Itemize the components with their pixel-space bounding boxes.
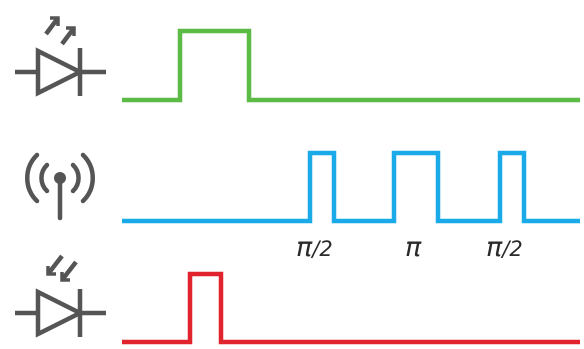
led-emitting-icon	[15, 16, 106, 97]
led-pulse-trace	[122, 28, 580, 103]
pulse-label-symbol: π	[296, 232, 313, 263]
led-receiving-icon	[15, 254, 106, 338]
pulse-label-symbol: π	[486, 232, 503, 263]
antenna-icon	[25, 152, 95, 221]
rf-pulse-trace	[122, 150, 580, 224]
pulse-label-fraction: /2	[502, 237, 523, 261]
pulse-label-symbol: π	[405, 232, 422, 263]
pulse-label-pi: π	[405, 234, 421, 261]
pulse-label-fraction: /2	[312, 237, 333, 261]
pulse-label-pi-half-2: π/2	[486, 234, 523, 261]
pulse-label-pi-half-1: π/2	[296, 234, 333, 261]
detector-pulse-trace	[122, 271, 580, 345]
